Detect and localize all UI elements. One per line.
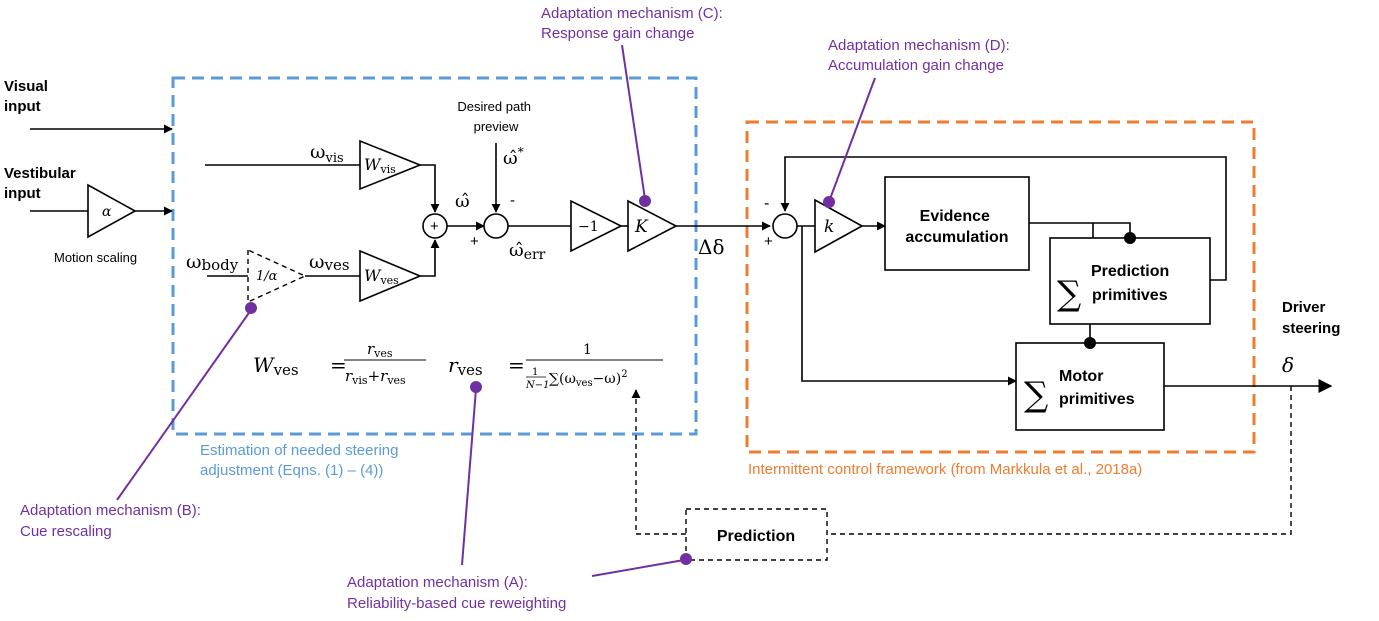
- svg-text:rves: rves: [448, 353, 483, 379]
- svg-text:1: 1: [532, 367, 538, 378]
- svg-text:rves: rves: [367, 340, 393, 360]
- accumulation-gain-k: [814, 198, 864, 254]
- w-ves-to-sum: [420, 239, 440, 277]
- svg-text:=: =: [508, 353, 525, 377]
- adaptation-A-pointer: [461, 381, 482, 566]
- adaptation-D-label: Adaptation mechanism (D): Accumulation g…: [828, 37, 1014, 74]
- motor-primitives-label: Motor primitives: [1059, 368, 1135, 408]
- w-vis-to-sum: [420, 164, 440, 213]
- visual-input-label: Visual input: [4, 78, 52, 115]
- svg-text:rvis+rves: rvis+rves: [345, 367, 406, 387]
- motor-primitives-block: [1015, 342, 1165, 431]
- accumulation-gain-k-label: k: [824, 217, 834, 237]
- adaptation-B-pointer: [116, 302, 257, 501]
- compare-minus-sign: -: [510, 192, 515, 209]
- adaptation-A-label: Adaptation mechanism (A): Reliability-ba…: [347, 574, 566, 612]
- intermittent-plus-sign: +: [764, 233, 773, 250]
- svg-text:1: 1: [583, 342, 592, 358]
- motor-sigma: ∑: [1024, 375, 1048, 415]
- response-gain-K-label: K: [634, 217, 649, 237]
- driver-steering-label: Driver steering: [1282, 299, 1340, 337]
- vestibular-input-label: Vestibular input: [4, 165, 80, 202]
- delta-delta-label: Δδ: [698, 235, 724, 259]
- adaptation-C-label: Adaptation mechanism (C): Response gain …: [541, 5, 727, 42]
- svg-text:=: =: [330, 353, 347, 377]
- prediction-primitives-connector: [1124, 232, 1136, 244]
- w-ves-label: Wves: [364, 266, 399, 287]
- motor-primitives-connector: [1084, 337, 1096, 349]
- prediction-primitives-label: Prediction primitives: [1091, 263, 1174, 304]
- inverse-scaling-gain: [247, 248, 307, 304]
- evidence-to-prediction-line: [1029, 222, 1131, 238]
- fusion-sum-plus: +: [430, 218, 439, 235]
- adaptation-A-prediction-pointer: [591, 553, 692, 577]
- intermittent-frame-label: Intermittent control framework (from Mar…: [748, 461, 1142, 478]
- prediction-sigma: ∑: [1057, 274, 1081, 314]
- w-ves-equation: Wves = rves rvis+rves: [253, 340, 426, 387]
- prediction-block: [685, 508, 828, 561]
- omega-ves-label: ωves: [309, 251, 350, 274]
- svg-text:N−1: N−1: [525, 380, 550, 391]
- motion-scaling-gain: [87, 183, 137, 239]
- w-vis-label: Wvis: [364, 155, 396, 176]
- w-vis-gain: [359, 139, 423, 191]
- negation-gain-label: −1: [578, 219, 599, 235]
- omega-err-label: ω̂err: [509, 240, 546, 263]
- omega-vis-label: ωvis: [310, 141, 344, 166]
- estimation-frame-label: Estimation of needed steering adjustment…: [200, 442, 403, 479]
- prediction-to-r-ves-arrow: [631, 389, 686, 535]
- response-gain-K: [627, 199, 678, 253]
- motion-scaling-gain-label: α: [102, 204, 112, 220]
- desired-path-label: Desired path preview: [457, 99, 534, 134]
- w-ves-gain: [359, 249, 423, 303]
- omega-star-label: ω̂*: [503, 145, 524, 169]
- evidence-accumulation-label: Evidence accumulation: [905, 208, 1008, 246]
- inverse-scaling-label: 1/α: [256, 269, 278, 284]
- motion-scaling-label: Motion scaling: [54, 250, 137, 265]
- svg-text:Wves: Wves: [253, 353, 299, 379]
- compare-plus-sign: +: [470, 233, 479, 250]
- negation-gain: [570, 199, 623, 253]
- compare-junction: [483, 213, 509, 239]
- delta-output-label: δ: [1282, 353, 1294, 377]
- r-ves-equation: rves = 1 1 N−1 ∑(ωves−ω)2: [448, 342, 663, 391]
- steering-to-prediction-line: [827, 386, 1292, 535]
- delta-delta-to-motor-arrow: [801, 226, 1017, 386]
- adaptation-C-pointer: [621, 44, 651, 207]
- intermittent-junction: [772, 213, 798, 239]
- feedback-loop: [780, 156, 1227, 281]
- omega-body-label: ωbody: [186, 251, 239, 274]
- omega-hat-label: ω̂: [455, 191, 470, 212]
- estimation-frame: [171, 76, 698, 436]
- intermittent-minus-sign: -: [764, 195, 769, 212]
- prediction-block-label: Prediction: [717, 528, 795, 545]
- adaptation-D-pointer: [823, 77, 876, 208]
- adaptation-B-label: Adaptation mechanism (B): Cue rescaling: [20, 502, 205, 540]
- intermittent-frame: [745, 120, 1256, 454]
- svg-text:∑(ωves−ω)2: ∑(ωves−ω)2: [549, 369, 628, 389]
